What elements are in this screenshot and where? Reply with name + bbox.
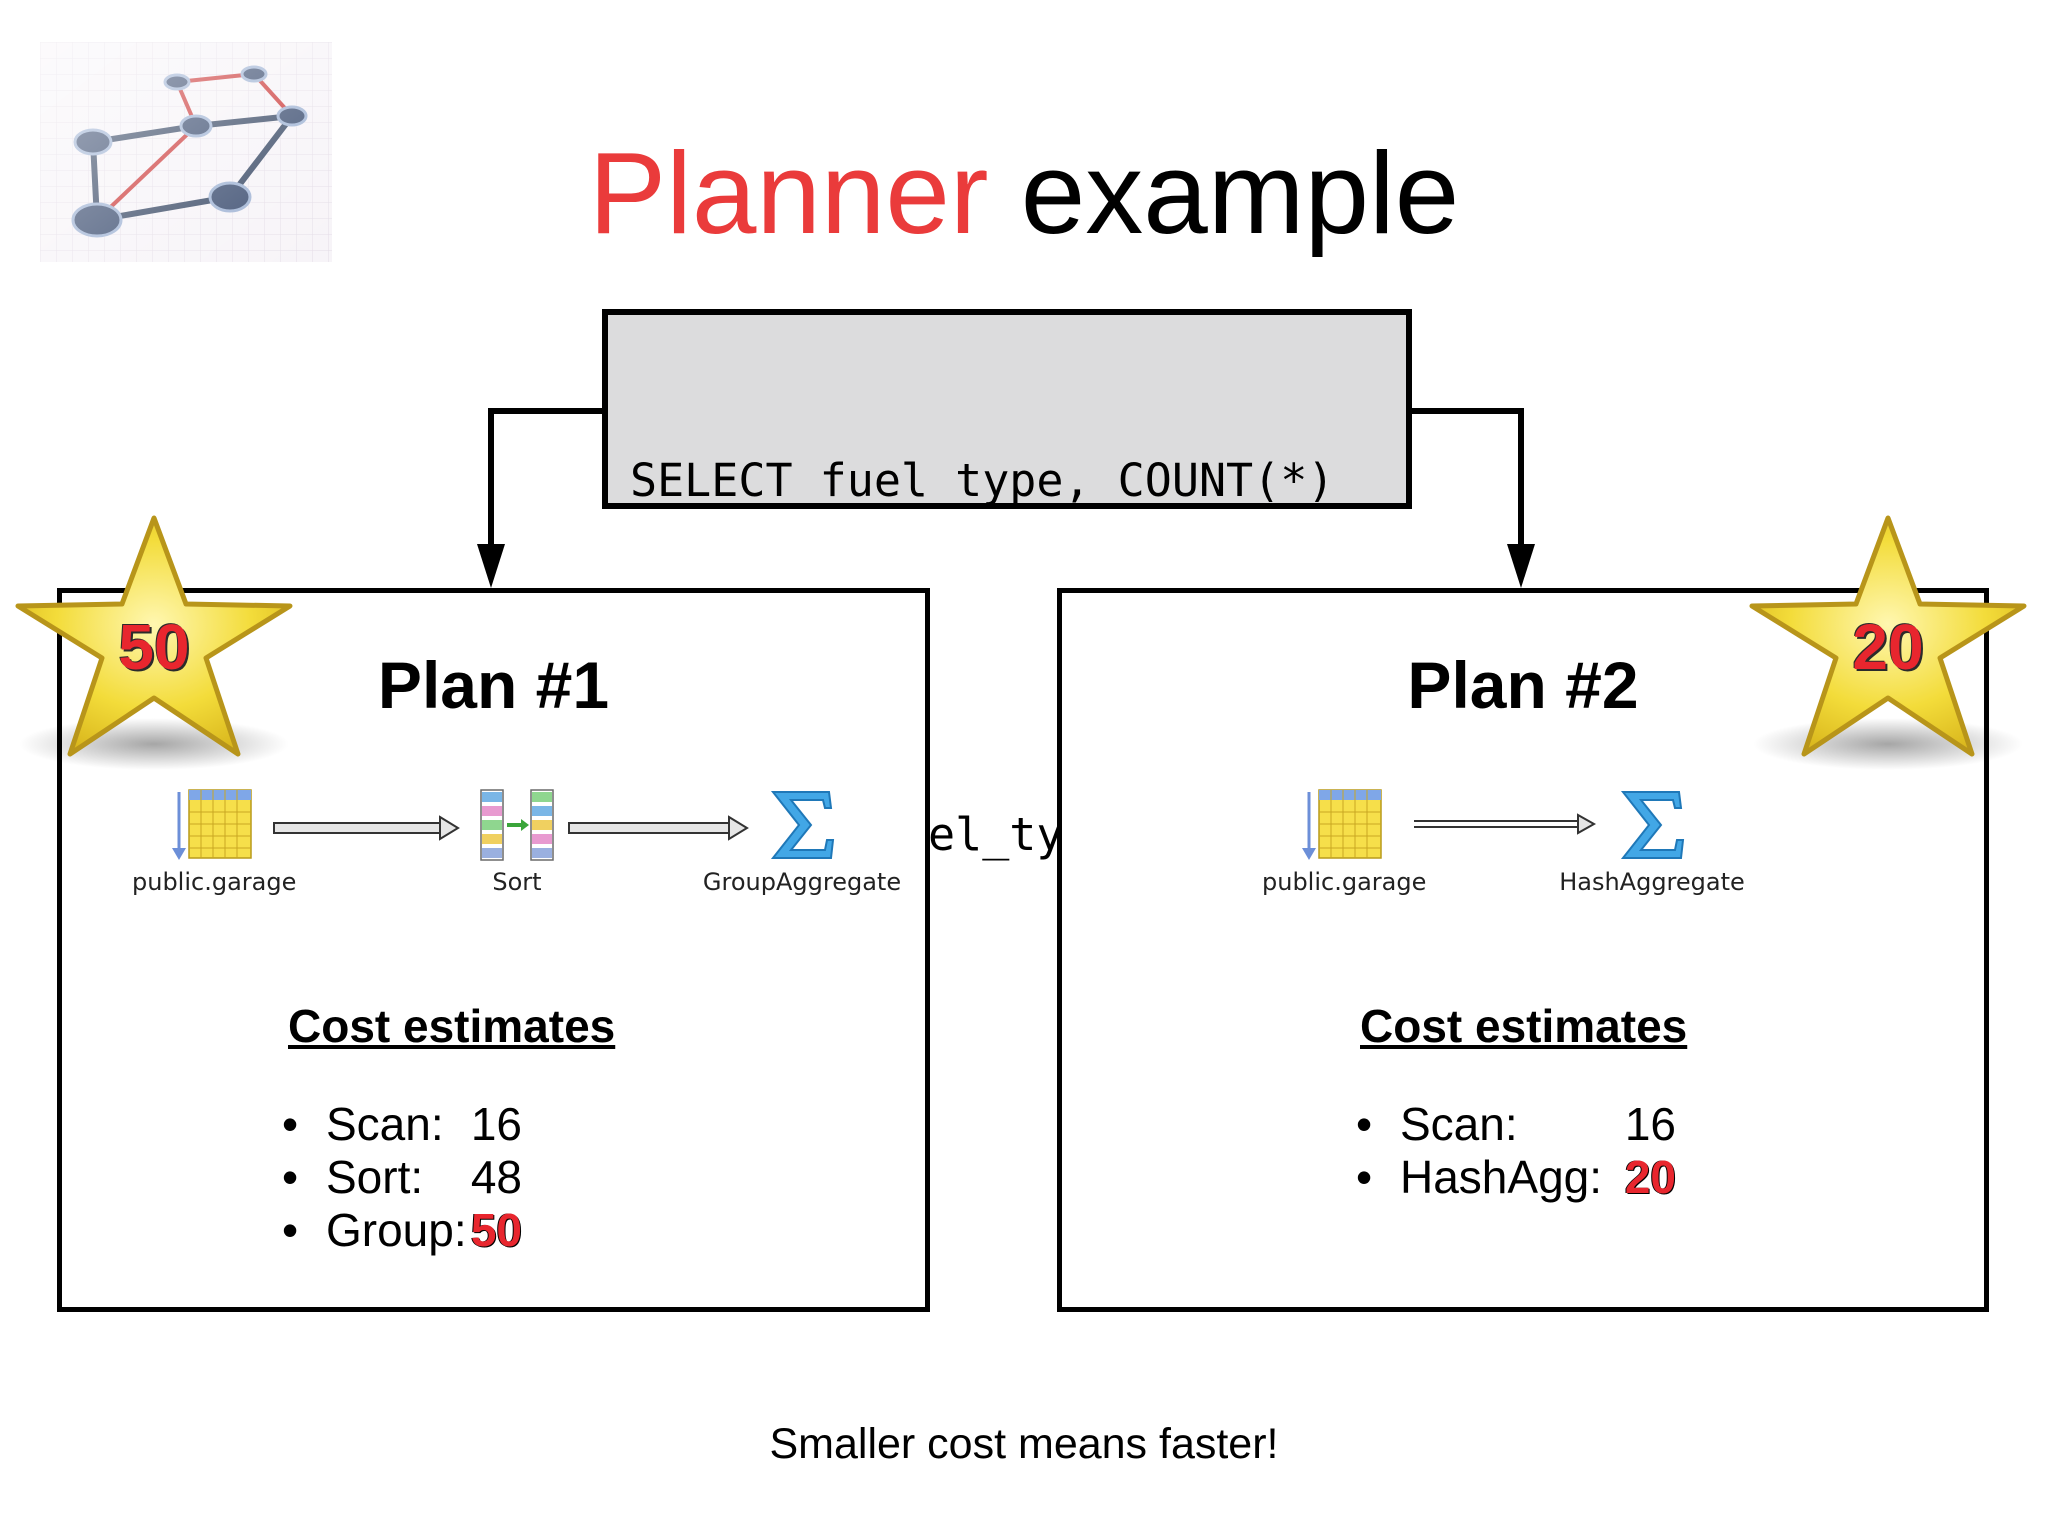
cost-label: Sort: xyxy=(326,1151,424,1203)
list-item: • Scan: 16 xyxy=(282,1098,602,1151)
cost-label: Group: xyxy=(326,1204,467,1256)
plan-2-score-star: 20 xyxy=(1748,512,2028,772)
plan-1-node-sort: Sort xyxy=(457,788,577,896)
bullet: • xyxy=(282,1098,299,1150)
table-scan-icon xyxy=(1302,789,1382,860)
star-icon xyxy=(1749,515,2027,770)
plan-1-node-groupagg-label: GroupAggregate xyxy=(702,868,902,896)
plan-2-cost-list: • Scan: 16 • HashAgg: 20 xyxy=(1356,1098,1676,1204)
bullet: • xyxy=(1356,1151,1373,1203)
sort-icon xyxy=(480,789,554,861)
plan-2-node-hashagg: HashAggregate xyxy=(1542,788,1762,896)
list-item: • Sort: 48 xyxy=(282,1151,602,1204)
cost-label: Scan: xyxy=(1400,1098,1518,1150)
list-item: • Group: 50 xyxy=(282,1204,602,1257)
bullet: • xyxy=(282,1204,299,1256)
list-item: • Scan: 16 xyxy=(1356,1098,1676,1151)
cost-value: 48 xyxy=(470,1151,522,1203)
cost-value: 16 xyxy=(1624,1098,1676,1150)
sigma-icon xyxy=(770,791,835,859)
page-title: Planner example xyxy=(0,128,2048,258)
plan-1-score-star: 50 xyxy=(14,512,294,772)
star-icon xyxy=(15,515,293,770)
plan-2-node-hashagg-label: HashAggregate xyxy=(1559,868,1745,896)
plan-2-flow-arrow xyxy=(1414,813,1597,835)
plan-1-flow-arrow-2 xyxy=(568,815,749,841)
plan-1-score: 50 xyxy=(118,611,190,683)
bullet: • xyxy=(282,1151,299,1203)
sigma-icon xyxy=(1620,791,1685,859)
plan-1-node-scan: public.garage xyxy=(132,788,297,896)
plan-1-node-scan-label: public.garage xyxy=(132,868,297,896)
sql-line-1: SELECT fuel_type, COUNT(*) xyxy=(630,454,1335,507)
table-scan-icon xyxy=(172,789,252,860)
cost-label: Scan: xyxy=(326,1098,444,1150)
plan-2-title: Plan #2 xyxy=(1407,648,1639,722)
plan-1-cost-list: • Scan: 16 • Sort: 48 • Group: 50 xyxy=(282,1098,602,1257)
cost-value: 16 xyxy=(470,1098,522,1150)
plan-1-cost-title: Cost estimates xyxy=(288,1000,616,1052)
bullet: • xyxy=(1356,1098,1373,1150)
plan-2-node-scan-label: public.garage xyxy=(1262,868,1427,896)
plan-2-score: 20 xyxy=(1852,611,1924,683)
list-item: • HashAgg: 20 xyxy=(1356,1151,1676,1204)
arrow-to-plan-2 xyxy=(1412,408,1524,552)
cost-label: HashAgg: xyxy=(1400,1151,1603,1203)
arrowhead-plan-2 xyxy=(1507,544,1535,588)
cost-value-best: 50 xyxy=(470,1204,522,1256)
plan-1-flow-arrow-1 xyxy=(273,815,460,841)
arrow-to-plan-1 xyxy=(488,408,602,552)
title-rest: example xyxy=(1020,128,1460,258)
plan-1-node-groupagg: GroupAggregate xyxy=(692,788,912,896)
plan-1-title: Plan #1 xyxy=(377,648,610,722)
plan-2-node-scan: public.garage xyxy=(1262,788,1427,896)
title-accent: Planner xyxy=(588,128,989,258)
arrowhead-plan-1 xyxy=(477,544,505,588)
plan-1-node-sort-label: Sort xyxy=(492,868,542,896)
sql-query-box: SELECT fuel_type, COUNT(*) FROM garage G… xyxy=(602,309,1412,861)
footer-note: Smaller cost means faster! xyxy=(769,1420,1279,1468)
cost-value-best: 20 xyxy=(1624,1151,1676,1203)
graph-logo-icon xyxy=(40,42,332,262)
plan-2-cost-title: Cost estimates xyxy=(1360,1000,1688,1052)
